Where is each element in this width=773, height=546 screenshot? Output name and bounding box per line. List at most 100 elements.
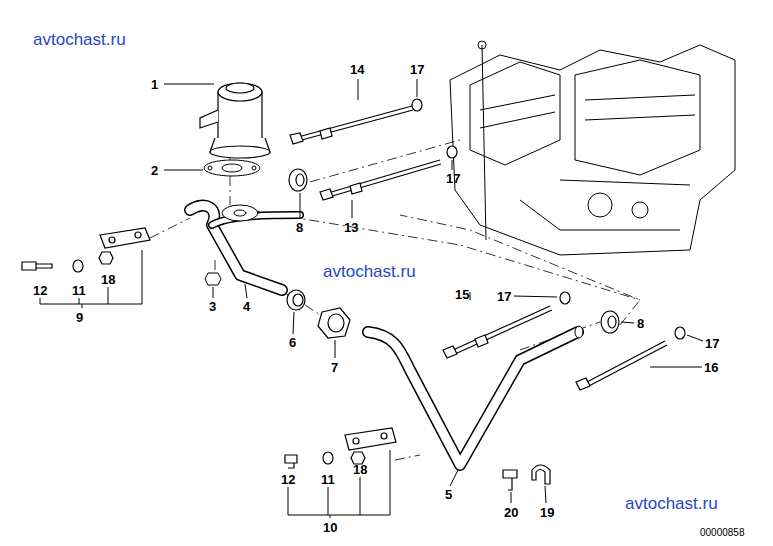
bracket-parts [503,470,517,490]
bolt [350,183,362,194]
grommet-8 [289,169,307,191]
callout-number: 17 [497,290,511,303]
callout-number: 2 [151,164,158,177]
dashed-guide [150,218,190,238]
callout-number: 9 [76,311,83,324]
group-bracket [288,450,390,518]
callout-number: 8 [296,221,303,234]
leader-line [514,296,557,297]
bolt [443,346,457,358]
leader-line [352,200,353,218]
engine-block [478,41,486,49]
bolt [298,106,413,141]
dashed-guide [250,210,640,300]
leader-line [335,340,336,358]
callout-number: 20 [504,506,518,519]
callout-number: 10 [323,521,337,534]
leader-line [687,335,703,341]
dashed-guide [215,260,216,272]
leader-line [213,287,214,298]
bolt [576,378,590,390]
nut-7 [318,308,350,338]
drawing-number: 00000858 [700,528,745,538]
leader-line [164,79,703,503]
bolt [328,160,441,197]
nut-7 [328,314,344,332]
callout-number: 13 [344,221,358,234]
valve [218,83,262,101]
bolt [585,341,667,387]
callout-number: 11 [72,284,86,297]
nut-3 [205,273,221,285]
gasket [208,166,212,170]
gasket [204,160,260,176]
bolt [453,306,552,354]
bracket-parts [135,232,141,238]
ring-6 [287,290,305,310]
bracket-parts [100,228,150,248]
washer-17 [675,327,685,339]
engine-block [632,202,648,218]
bracket-parts [73,260,83,272]
leader-line [545,486,546,503]
engine-block [480,95,695,128]
leader-line [511,492,512,503]
pipe-5 [575,326,583,338]
watermark: avtochast.ru [625,495,718,512]
pipe-5 [368,332,578,465]
grommet-8 [296,174,304,186]
bracket-parts [381,433,387,439]
ring-6 [287,290,305,310]
washer-17 [560,292,570,304]
grommet-8 [608,316,616,328]
callout-number: 6 [289,336,296,349]
bracket-parts [285,455,297,468]
grommet-8 [601,311,619,333]
washer-17 [412,99,422,111]
callout-number: 12 [33,284,47,297]
nut-3 [205,273,221,285]
callout-number: 1 [151,78,158,91]
gasket [252,166,256,170]
engine-block [482,45,486,240]
bracket-parts [99,252,113,264]
callout-number: 19 [540,506,554,519]
watermark: avtochast.ru [33,31,126,48]
dashed-guide [400,215,640,350]
dashed-guide [150,140,640,460]
bracket-parts [22,262,52,270]
nut-7 [318,308,350,338]
leader-line [450,470,458,486]
pipe-4 [222,205,258,221]
pipe-5 [368,326,583,465]
leader-line [452,160,453,170]
valve [210,146,270,158]
dashed-guide [280,290,325,318]
pipe-4 [234,210,246,216]
bracket-parts [532,465,550,484]
callout-number: 16 [704,361,718,374]
valve [200,110,218,128]
leader-line [470,292,471,300]
callout-number: 14 [350,63,364,76]
bracket-parts [353,438,359,444]
callout-number: 7 [331,361,338,374]
bracket-parts [22,228,550,490]
bolt [320,128,332,139]
callout-number: 8 [637,317,644,330]
bolt [290,133,303,144]
engine-block [520,180,690,230]
leader-line [358,79,359,100]
leader-line [621,322,634,323]
callout-number: 5 [445,488,452,501]
bracket-parts [345,428,396,450]
callout-number: 4 [243,300,250,313]
leader-line [300,193,301,218]
callout-number: 18 [353,463,367,476]
group-bracket [40,250,390,518]
callout-number: 18 [101,273,115,286]
washer-17 [412,99,685,339]
pipe-4 [190,205,300,290]
callout-number: 12 [281,473,295,486]
gasket [204,160,260,176]
